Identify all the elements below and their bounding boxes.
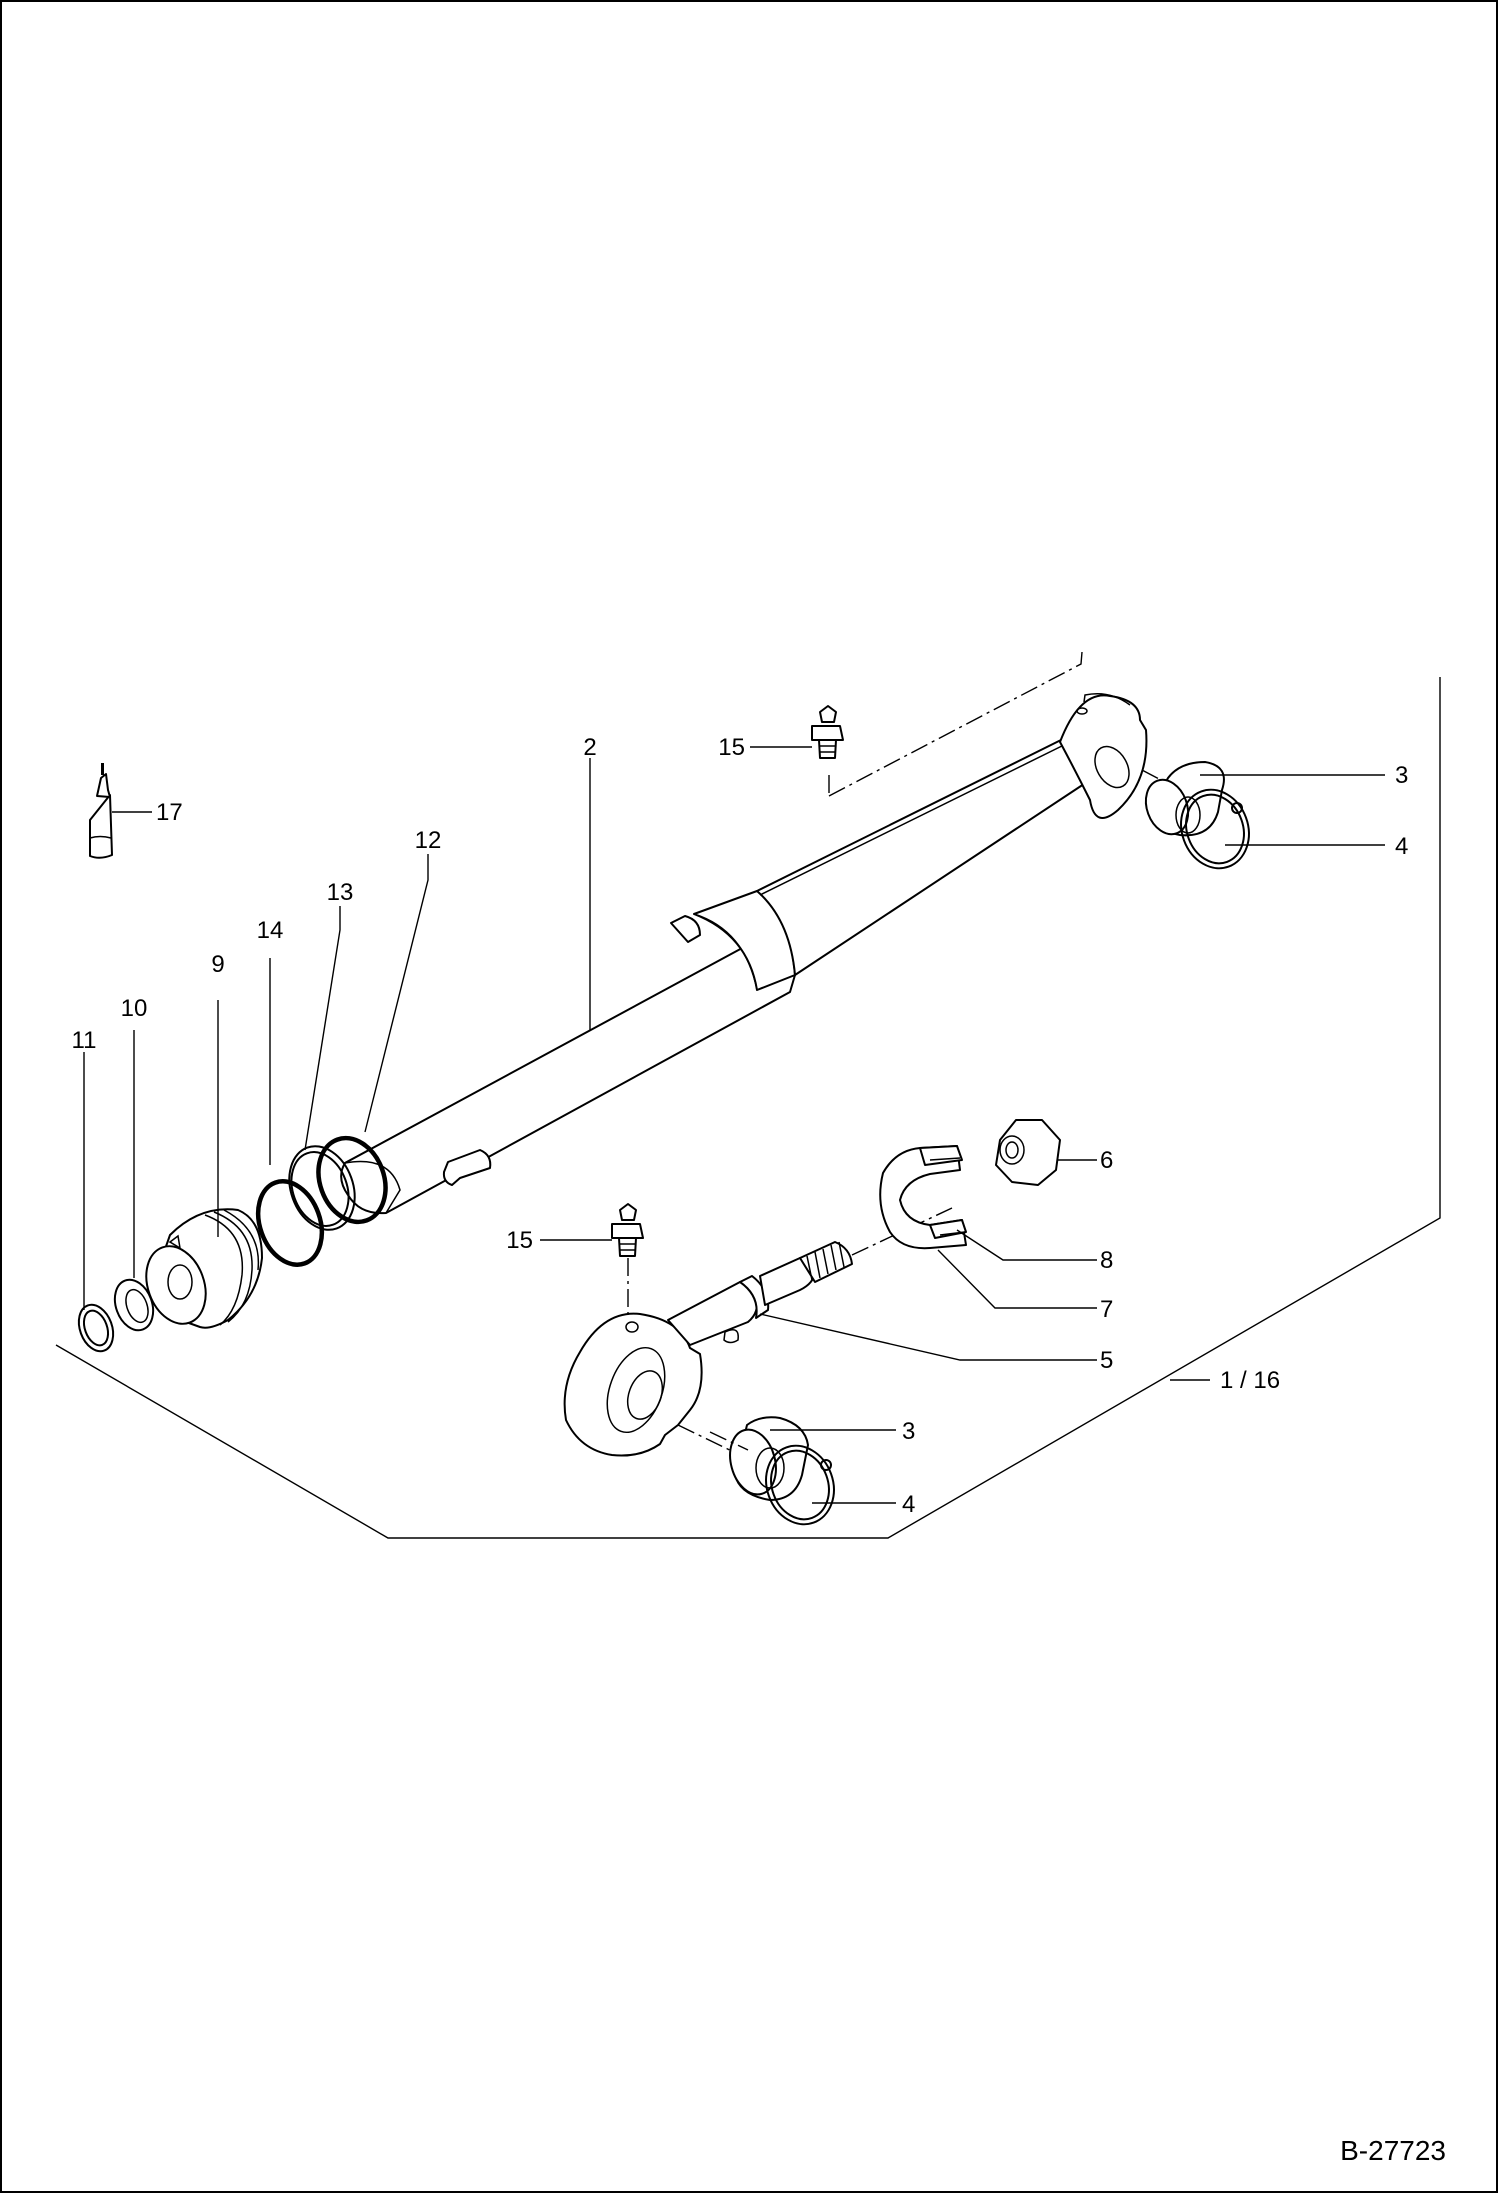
- assembly-bracket: [55, 677, 1441, 1539]
- callout-5: 5: [1100, 1347, 1113, 1374]
- callout-15-bottom: 15: [506, 1227, 533, 1254]
- callout-labels: 2 15 3 4 17 12 13 14 9 10 11 15 6 8 7 5 …: [72, 734, 1409, 1518]
- callout-13: 13: [327, 879, 354, 906]
- callout-4-bottom: 4: [902, 1491, 915, 1518]
- callout-2: 2: [583, 734, 596, 761]
- callout-7: 7: [1100, 1296, 1113, 1323]
- circlip-bottom: [765, 1444, 835, 1526]
- callout-1-16: 1 / 16: [1220, 1367, 1280, 1394]
- seal-ring-12: [316, 1135, 388, 1225]
- rod-eye-bottom: [563, 1241, 853, 1457]
- wiper-seal: [113, 1278, 155, 1332]
- callout-17: 17: [156, 799, 183, 826]
- callout-11: 11: [72, 1027, 97, 1054]
- callout-10: 10: [121, 995, 148, 1022]
- callout-3-top: 3: [1395, 762, 1408, 789]
- callout-8: 8: [1100, 1247, 1113, 1274]
- sealant-tube: [89, 763, 113, 859]
- callout-12: 12: [415, 827, 442, 854]
- seal-ring-13: [288, 1145, 356, 1231]
- clamp-half: [879, 1145, 967, 1250]
- callout-9: 9: [211, 951, 224, 978]
- grease-nipple-bottom: [611, 1203, 644, 1257]
- centerline-top: [828, 651, 1083, 797]
- callout-3-bottom: 3: [902, 1418, 915, 1445]
- bushing-bottom: [729, 1416, 809, 1501]
- hex-nut: [995, 1119, 1061, 1186]
- seal-ring-14: [255, 1179, 325, 1267]
- leader-lines: [83, 746, 1385, 1504]
- callout-4-top: 4: [1395, 833, 1408, 860]
- bushing-top: [1144, 761, 1225, 837]
- circlip-top: [1180, 788, 1250, 870]
- cylinder-barrel: [340, 693, 1148, 1215]
- cylinder-head: [145, 1208, 263, 1329]
- retaining-ring: [77, 1303, 115, 1353]
- document-id: B-27723: [1340, 2135, 1446, 2166]
- callout-14: 14: [257, 917, 284, 944]
- callout-6: 6: [1100, 1147, 1113, 1174]
- grease-nipple-top: [811, 705, 844, 759]
- callout-15-top: 15: [718, 734, 745, 761]
